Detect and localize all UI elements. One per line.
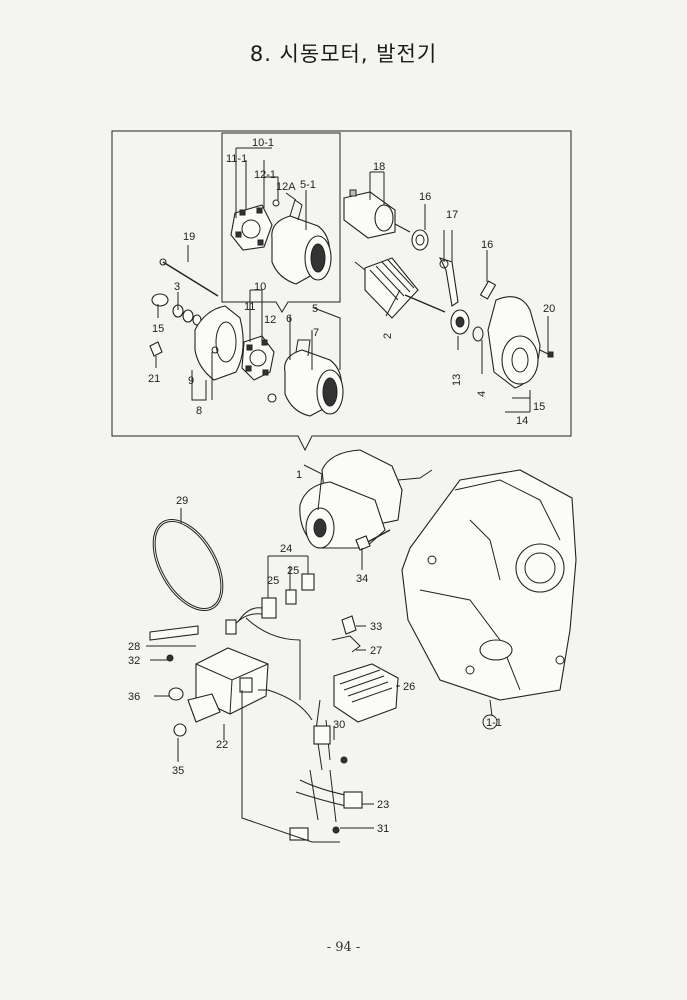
callout-12-1: 12-1	[254, 169, 276, 181]
harness-ring	[152, 518, 224, 612]
rear-cover	[194, 305, 244, 381]
callout-12a: 12A	[276, 181, 296, 193]
callout-6: 6	[286, 313, 292, 325]
callout-26: 26	[403, 681, 415, 693]
callout-18: 18	[373, 161, 385, 173]
mount-block	[168, 647, 269, 737]
callout-12: 12	[264, 314, 276, 326]
connectors	[225, 573, 315, 635]
callout-11-1: 11-1	[226, 153, 247, 165]
engine-block	[401, 469, 577, 701]
callout-3: 3	[174, 281, 180, 293]
callout-31: 31	[377, 823, 389, 835]
callout-24: 24	[280, 543, 292, 555]
callout-1: 1	[296, 469, 302, 481]
callout-21: 21	[148, 373, 160, 385]
brush-holder	[241, 335, 275, 381]
callout-1-1: 1-1	[486, 717, 502, 729]
callout-19: 19	[183, 231, 195, 243]
callout-25-left: 25	[267, 575, 279, 587]
starter-motor-assembly	[299, 449, 433, 549]
washers	[151, 293, 202, 326]
callout-2: 2	[382, 333, 394, 339]
starter-detail-box	[111, 130, 572, 452]
callout-33: 33	[370, 621, 382, 633]
bolt-34	[355, 529, 391, 551]
callout-5-1: 5-1	[300, 179, 316, 191]
callout-30: 30	[333, 719, 345, 731]
bracket-28	[149, 625, 199, 662]
callout-14: 14	[516, 415, 528, 427]
callout-10: 10	[254, 281, 266, 293]
brush-holder-inset	[230, 199, 280, 251]
callout-15-right: 15	[533, 401, 545, 413]
callout-36: 36	[128, 691, 140, 703]
yoke-inset	[271, 199, 332, 285]
callout-5: 5	[312, 303, 318, 315]
callout-9: 9	[188, 375, 194, 387]
callout-29: 29	[176, 495, 188, 507]
through-bolt	[159, 258, 219, 297]
callout-34: 34	[356, 573, 368, 585]
page-title: 8. 시동모터, 발전기	[249, 42, 438, 66]
callout-23: 23	[377, 799, 389, 811]
callout-11: 11	[244, 301, 255, 313]
callout-35: 35	[172, 765, 184, 777]
callout-16-right: 16	[481, 239, 493, 251]
callout-8: 8	[196, 405, 202, 417]
callout-labels: 10-1 11-1 12-1 12A 5-1 18 16 17 16 20 19…	[128, 137, 555, 835]
callout-1-1-circle	[482, 714, 498, 730]
callout-4: 4	[476, 391, 488, 397]
callout-17: 17	[446, 209, 458, 221]
callout-7: 7	[313, 327, 319, 339]
callout-25-right: 25	[287, 565, 299, 577]
pinion-clutch	[450, 309, 484, 342]
callout-13: 13	[451, 374, 463, 386]
callout-28: 28	[128, 641, 140, 653]
callout-22: 22	[216, 739, 228, 751]
front-bracket	[487, 296, 554, 389]
lever-parts	[411, 229, 497, 307]
leader-lines	[146, 147, 549, 829]
screw-21	[149, 341, 163, 357]
solenoid	[343, 189, 411, 239]
wire-harness	[241, 690, 363, 843]
callout-10-1: 10-1	[252, 137, 274, 149]
callout-32: 32	[128, 655, 140, 667]
callout-15-left: 15	[152, 323, 164, 335]
page-number: - 94 -	[326, 940, 361, 955]
callout-27: 27	[370, 645, 382, 657]
armature	[354, 257, 446, 319]
callout-16-top: 16	[419, 191, 431, 203]
clamp-and-bolt	[331, 615, 361, 653]
callout-20: 20	[543, 303, 555, 315]
regulator	[333, 663, 399, 723]
yoke	[267, 339, 344, 417]
